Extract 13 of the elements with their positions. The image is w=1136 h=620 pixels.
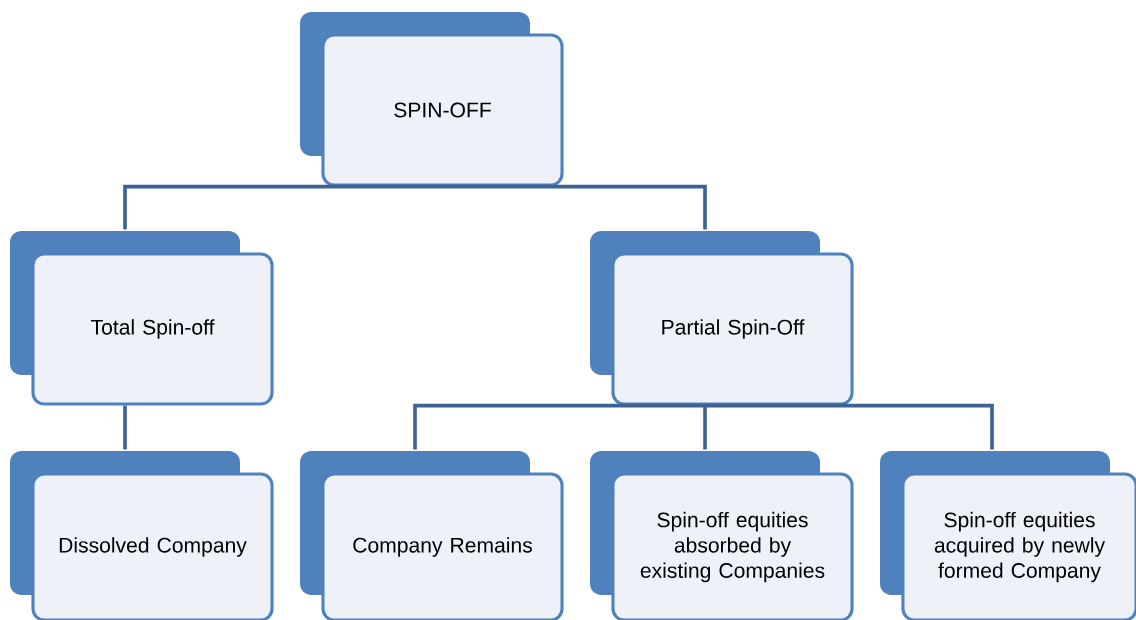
connector-line xyxy=(123,405,127,450)
process-box: Partial Spin-Off xyxy=(590,231,854,406)
process-box: Total Spin-off xyxy=(10,231,274,406)
process-box: SPIN-OFF xyxy=(300,12,564,187)
connector-line xyxy=(705,403,994,450)
connector-line xyxy=(123,184,415,230)
connector-line xyxy=(413,403,705,450)
process-box: Spin-off equities absorbed by existing Companies xyxy=(590,451,854,620)
connector-line xyxy=(415,184,707,230)
process-box: Dissolved Company xyxy=(10,451,274,620)
connector-line xyxy=(703,405,707,450)
process-box: Spin-off equities acquired by newly formed Company xyxy=(880,451,1136,620)
process-box: Company Remains xyxy=(300,451,564,620)
